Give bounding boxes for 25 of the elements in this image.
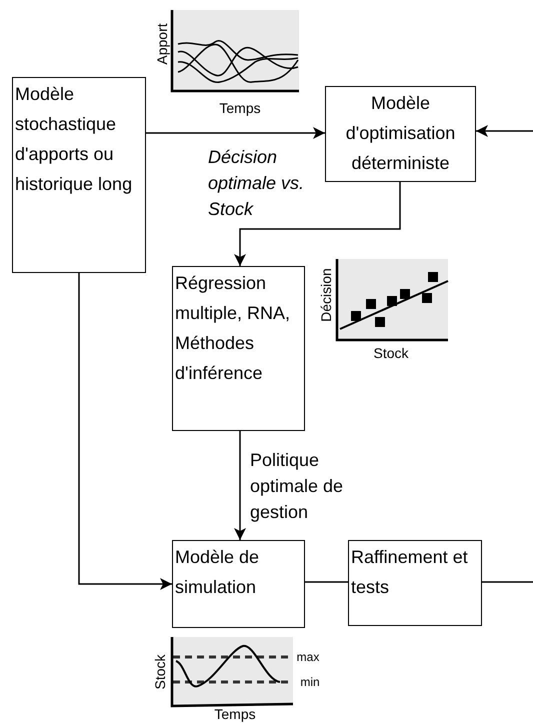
axis-label: max [296, 651, 320, 663]
arrow [78, 273, 172, 590]
axis-label: Temps [214, 707, 256, 721]
process-box [172, 266, 305, 431]
arrow [234, 431, 246, 540]
axis-label: min [300, 676, 320, 688]
axis-label: Temps [219, 101, 261, 115]
arrow [476, 125, 533, 137]
connector-line [482, 581, 533, 583]
arrow [146, 127, 325, 139]
axis-label: Décision [319, 268, 333, 322]
axis-label: Stock [374, 346, 408, 360]
process-box [348, 540, 482, 626]
axis-label: Apport [155, 23, 169, 65]
box-text: Raffinement et tests [351, 546, 469, 599]
process-box [12, 77, 146, 273]
box-text: Régression multiple, RNA, Méthodes d'inférence [175, 272, 292, 385]
box-text: Modèle stochastique d'apports ou historique long [15, 83, 134, 196]
box-text: Modèle de simulation [175, 546, 260, 599]
process-box [325, 86, 476, 182]
box-text: Modèle d'optimisation déterministe [344, 92, 456, 175]
connector-line [305, 581, 348, 583]
process-box [172, 540, 305, 628]
axis-label: Stock [153, 654, 167, 690]
arrow [234, 182, 401, 266]
